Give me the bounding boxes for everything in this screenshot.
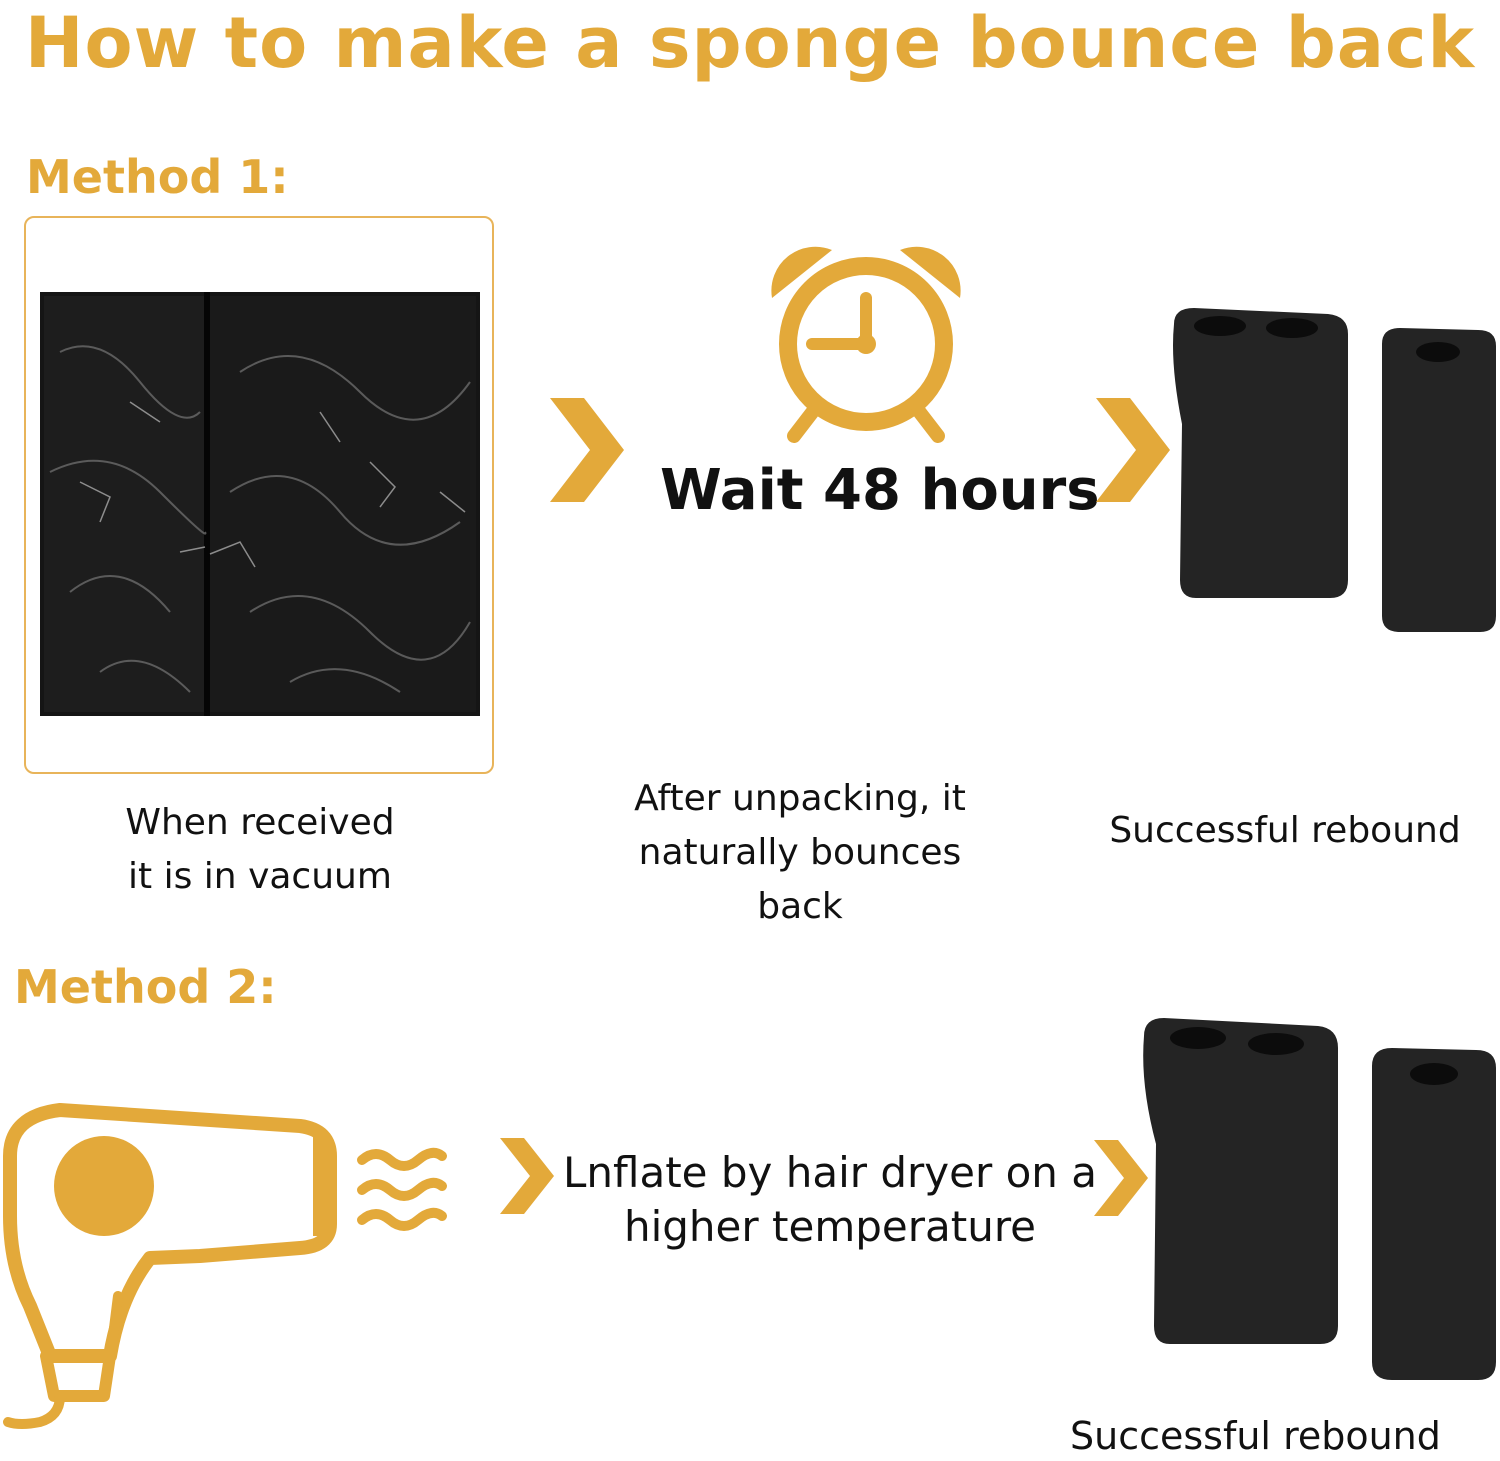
page-title: How to make a sponge bounce back <box>24 2 1476 84</box>
hot-air-waves-icon <box>357 1147 447 1231</box>
alarm-clock-icon <box>771 246 961 443</box>
arrow-right-icon <box>1096 398 1170 502</box>
hair-dryer-icon <box>3 1103 337 1429</box>
success-caption: Successful rebound <box>1109 810 1461 851</box>
sponge-holder-image <box>1173 308 1496 632</box>
unpack-caption-text: After unpacking, it naturally bounces ba… <box>634 778 966 927</box>
method-1-heading: Method 1: <box>26 150 289 204</box>
unpack-caption: After unpacking, it naturally bounces ba… <box>590 772 1010 934</box>
received-caption-text: When received it is in vacuum <box>125 802 395 897</box>
hair-dryer-label-text: Lnflate by hair dryer on a higher temper… <box>562 1148 1098 1251</box>
wait-label: Wait 48 hours <box>660 458 1100 523</box>
result-caption: Successful rebound <box>1070 1414 1441 1458</box>
received-caption: When received it is in vacuum <box>90 796 430 904</box>
arrow-right-icon <box>500 1138 554 1214</box>
vacuum-sponge-frame <box>24 216 494 774</box>
method-2-heading: Method 2: <box>14 960 277 1014</box>
arrow-right-icon <box>550 398 624 502</box>
hair-dryer-label: Lnflate by hair dryer on a higher temper… <box>540 1146 1120 1254</box>
vacuum-sponge-image <box>40 292 480 716</box>
arrow-right-icon <box>1094 1140 1148 1216</box>
sponge-holder-image <box>1143 1018 1496 1380</box>
